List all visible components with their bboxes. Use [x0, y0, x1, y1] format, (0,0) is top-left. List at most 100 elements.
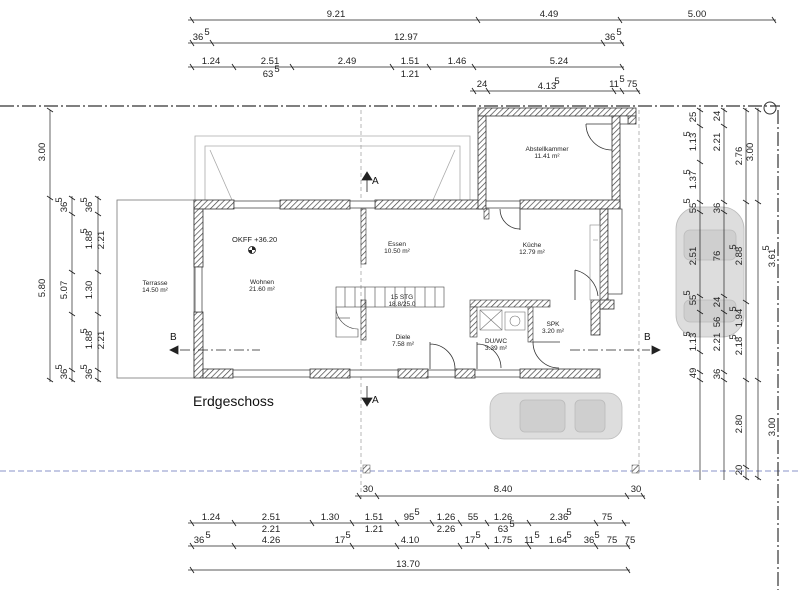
- interior-walls: [360, 208, 551, 343]
- dim-bot-1-c: 1.30: [321, 512, 340, 523]
- dim-bot-2-a: 2.21: [262, 524, 281, 535]
- dim-bot-3-h: 1.64: [549, 535, 568, 546]
- dim-left-inner-e-sup: 5: [54, 364, 65, 369]
- dim-right-c1-d-sup: 5: [682, 198, 693, 203]
- dim-top-4-b: 4.13: [538, 81, 557, 92]
- dim-right-c1-f-sup: 5: [682, 290, 693, 295]
- dim-right-c1-g-sup: 5: [682, 331, 693, 336]
- dim-bot-4: 13.70: [396, 559, 420, 570]
- dim-right-c3-f: 20: [734, 465, 745, 476]
- dim-right-c2-e: 24: [712, 297, 723, 308]
- dim-left-inner-d-sup: 5: [79, 328, 90, 333]
- dim-top-4-b-sup: 5: [554, 76, 559, 87]
- dim-bot-3-a-sup: 5: [205, 530, 210, 541]
- dim-right-c2-g: 2.21: [712, 333, 723, 352]
- dim-top-3-b: 2.51: [261, 56, 280, 67]
- dim-left-inner-b-sup: 5: [79, 228, 90, 233]
- dim-top-1-a: 9.21: [327, 9, 346, 20]
- dim-bot-3-g-sup: 5: [534, 530, 539, 541]
- dim-bot-3-c: 17: [335, 535, 346, 546]
- car-side-view-icon: [489, 392, 623, 440]
- dim-bot-3-c-sup: 5: [345, 530, 350, 541]
- dim-right-c1-f: 55: [688, 295, 699, 306]
- level-label: OKFF +36.20: [232, 235, 277, 244]
- dim-top-2-c-sup: 5: [616, 27, 621, 38]
- dim-right-c4-b: 3.61: [767, 249, 778, 268]
- dim-bot-1-i-sup: 5: [566, 507, 571, 518]
- level-marker: OKFF +36.20: [232, 235, 277, 254]
- dim-right-c3-d-sup: 5: [728, 334, 739, 339]
- room-name-du-wc: DU/WC: [485, 338, 507, 345]
- room-area-essen: 10.50 m²: [384, 248, 410, 255]
- dim-bot-1-b: 2.51: [262, 512, 281, 523]
- dim-top-4-c-sup: 5: [619, 74, 624, 85]
- dim-right-c1-c: 1.37: [688, 171, 699, 190]
- dim-right-c2-a: 24: [712, 111, 723, 122]
- room-name-diele: Diele: [396, 334, 411, 341]
- dimension-ticks: [46, 16, 777, 574]
- dim-bot-2-c: 2.26: [437, 524, 456, 535]
- room-name-essen: Essen: [388, 241, 406, 248]
- dim-bot-3-a: 36: [194, 535, 205, 546]
- dim-right-c3-d: 2.18: [734, 337, 745, 356]
- room-area-du-wc: 3.39 m²: [485, 345, 508, 352]
- dim-left-inner2-d-sup: 5: [79, 364, 90, 369]
- dim-right-c1-h: 49: [688, 368, 699, 379]
- dim-top-4-d: 75: [627, 79, 638, 90]
- dim-left-outer-a: 3.00: [37, 143, 48, 162]
- dim-right-c1-d: 55: [688, 203, 699, 214]
- dim-right-c2-f: 56: [712, 317, 723, 328]
- dim-bot-3-b: 4.26: [262, 535, 281, 546]
- dim-top-3-f: 5.24: [550, 56, 569, 67]
- floor-title: Erdgeschoss: [193, 393, 274, 409]
- dim-bot-1-d: 1.51: [365, 512, 384, 523]
- doors: [429, 123, 613, 370]
- dim-bot-3-j: 75: [607, 535, 618, 546]
- windows: [194, 115, 629, 378]
- dim-bot-0-a: 30: [363, 484, 374, 495]
- dim-right-c1-g: 1.13: [688, 333, 699, 352]
- dim-left-inner2-a: 36: [84, 202, 95, 213]
- room-area-wohnen: 21.60 m²: [249, 286, 275, 293]
- dim-bot-1-e: 95: [404, 512, 415, 523]
- dim-top-1-b: 4.49: [540, 9, 559, 20]
- car-top-view-icon: [675, 206, 745, 338]
- dim-left-inner-e: 36: [59, 369, 70, 380]
- stair-count: 15 STG: [391, 294, 413, 301]
- dim-right-c1-c-sup: 5: [682, 169, 693, 174]
- terrace-outline: [116, 199, 195, 379]
- room-area-spk: 3.20 m²: [542, 328, 565, 335]
- room-area-diele: 7.58 m²: [392, 341, 415, 348]
- dim-right-c3-c-sup: 5: [728, 306, 739, 311]
- dim-bot-1-a: 1.24: [202, 512, 221, 523]
- dim-right-c3-b-sup: 5: [728, 244, 739, 249]
- staircase: [335, 286, 445, 338]
- dim-bot-1-j: 75: [602, 512, 613, 523]
- dim-top-3-e: 1.46: [448, 56, 467, 67]
- room-name-kueche: Küche: [523, 242, 542, 249]
- dim-left-inner-a: 36: [59, 202, 70, 213]
- dim-top-3-c: 2.49: [338, 56, 357, 67]
- section-a-bottom-label: A: [372, 395, 379, 406]
- dim-bot-2-d: 63: [498, 524, 509, 535]
- dim-right-c1-e: 2.51: [688, 247, 699, 266]
- dim-bot-1-h: 1.26: [494, 512, 513, 523]
- dim-bot-3-e: 17: [465, 535, 476, 546]
- exterior-walls: [193, 107, 637, 379]
- room-name-spk: SPK: [546, 321, 560, 328]
- dim-right-c4-b-sup: 5: [761, 245, 772, 250]
- foundation-marks: [362, 464, 640, 474]
- dim-top-2-a-sup: 5: [204, 27, 209, 38]
- dim-right-c2-b: 2.21: [712, 133, 723, 152]
- dim-top-2-b: 12.97: [394, 32, 418, 43]
- room-area-abstellkammer: 11.41 m²: [534, 153, 560, 160]
- dim-right-c1-b: 1.13: [688, 133, 699, 152]
- dim-right-c3-b: 2.88: [734, 247, 745, 266]
- dim-bot-0-b: 8.40: [494, 484, 513, 495]
- dim-bot-2-d-sup: 5: [509, 519, 514, 530]
- dim-bot-3-e-sup: 5: [475, 530, 480, 541]
- dim-right-c4-c: 3.00: [767, 418, 778, 437]
- dim-bot-3-i-sup: 5: [594, 530, 599, 541]
- section-markers: [169, 171, 661, 407]
